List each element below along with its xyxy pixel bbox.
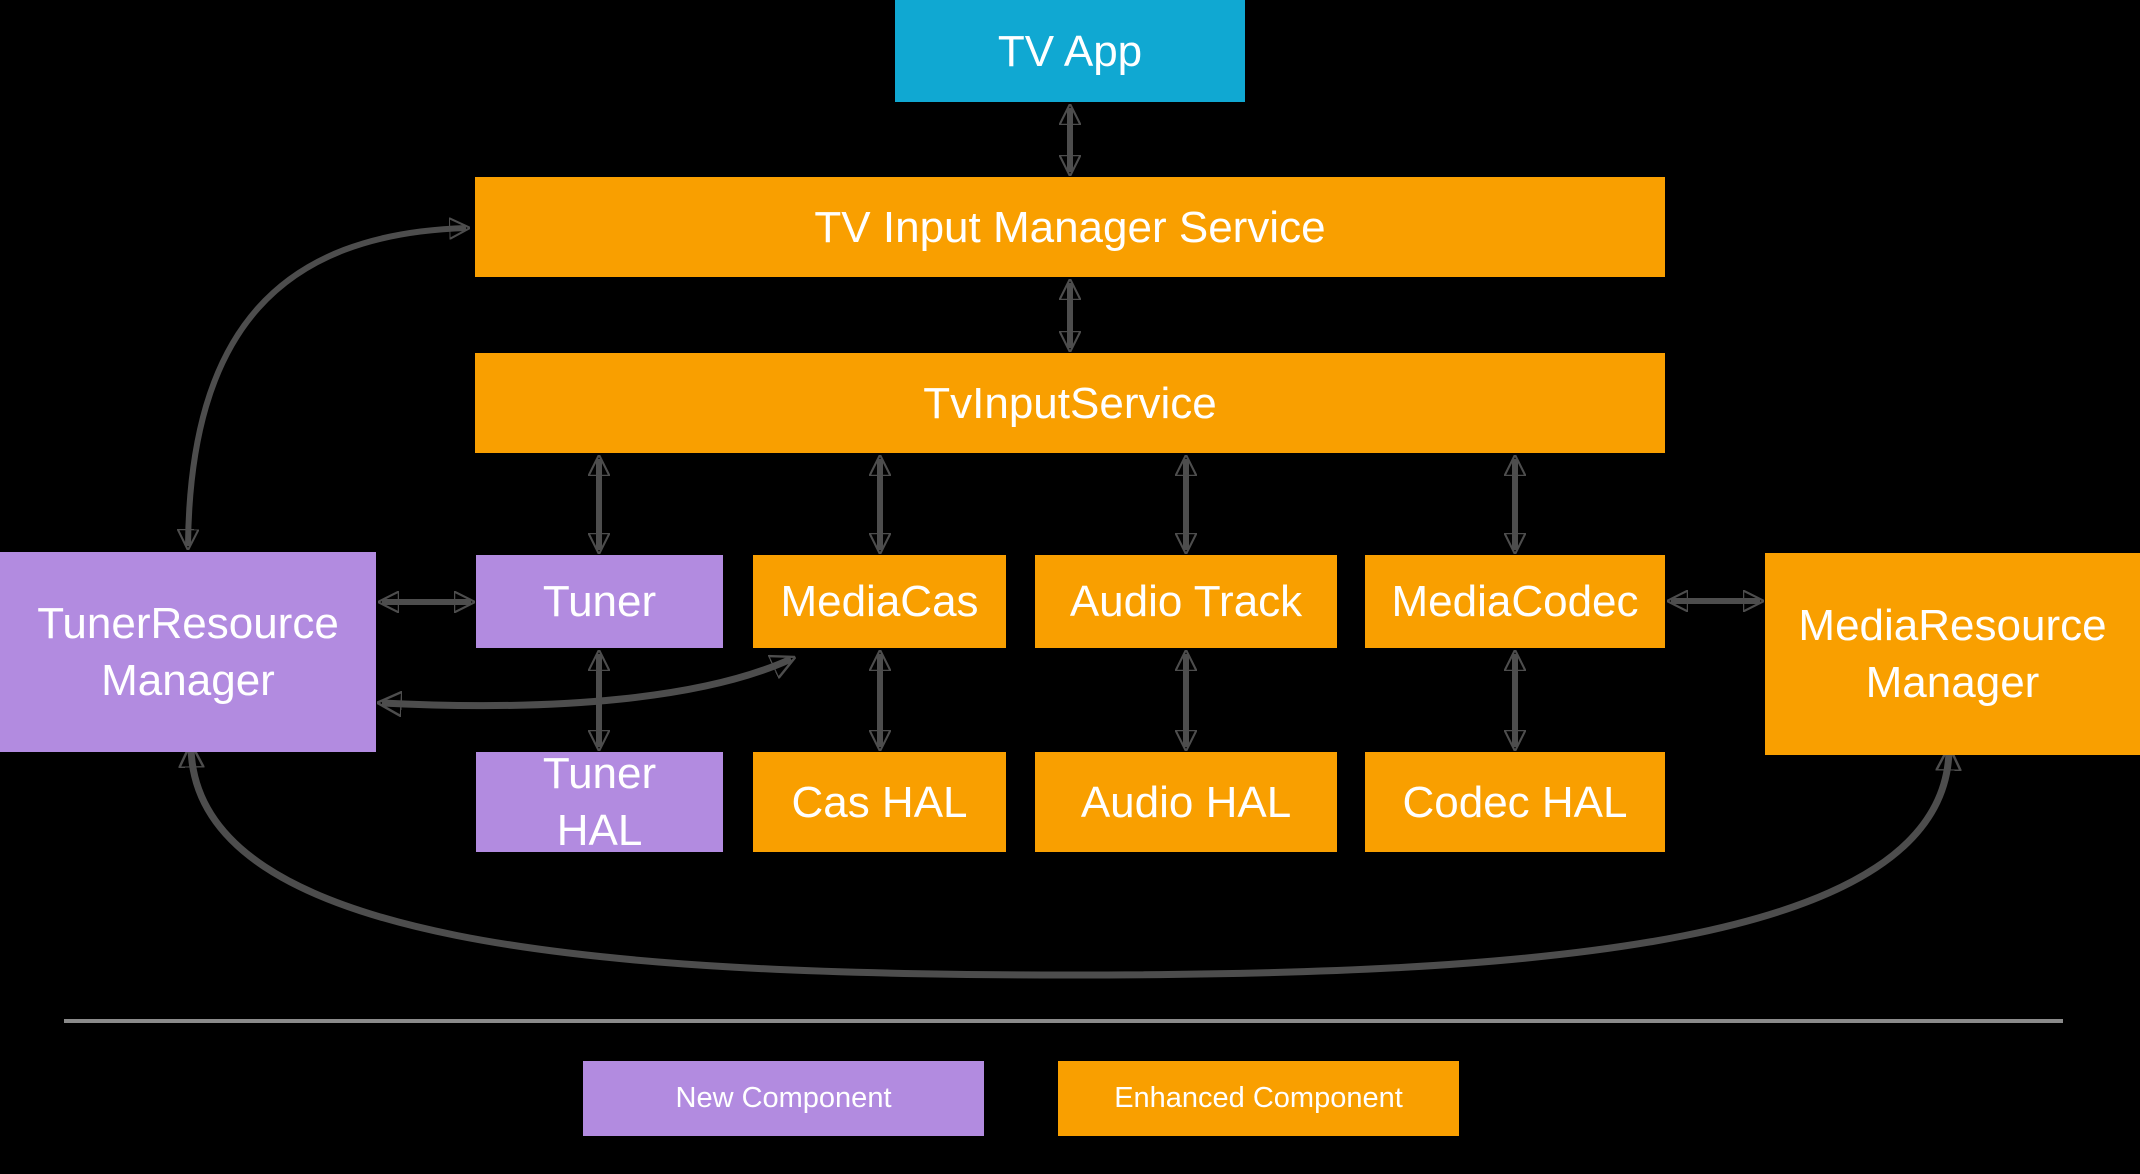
arrow-curve-mediacas-trm bbox=[382, 659, 791, 706]
legend-new-component: New Component bbox=[583, 1061, 984, 1136]
node-cas-hal: Cas HAL bbox=[753, 752, 1006, 852]
node-tuner-hal: Tuner HAL bbox=[476, 749, 723, 855]
node-tuner-resource-manager: TunerResource Manager bbox=[0, 552, 376, 752]
node-media-resource-manager: MediaResource Manager bbox=[1765, 553, 2140, 755]
node-media-cas: MediaCas bbox=[753, 555, 1006, 648]
node-tv-input-manager-service: TV Input Manager Service bbox=[475, 177, 1665, 277]
node-codec-hal: Codec HAL bbox=[1365, 752, 1665, 852]
legend-enhanced-component: Enhanced Component bbox=[1058, 1061, 1459, 1136]
legend-divider bbox=[64, 1019, 2063, 1023]
node-tv-app: TV App bbox=[895, 0, 1245, 102]
arrow-curve-trm-mrm bbox=[191, 748, 1949, 979]
node-audio-track: Audio Track bbox=[1035, 555, 1337, 648]
node-tv-input-service: TvInputService bbox=[475, 353, 1665, 453]
node-media-codec: MediaCodec bbox=[1365, 555, 1665, 648]
node-audio-hal: Audio HAL bbox=[1035, 752, 1337, 852]
node-tuner: Tuner bbox=[476, 555, 723, 648]
arrow-curve-trm-tims bbox=[188, 228, 466, 546]
